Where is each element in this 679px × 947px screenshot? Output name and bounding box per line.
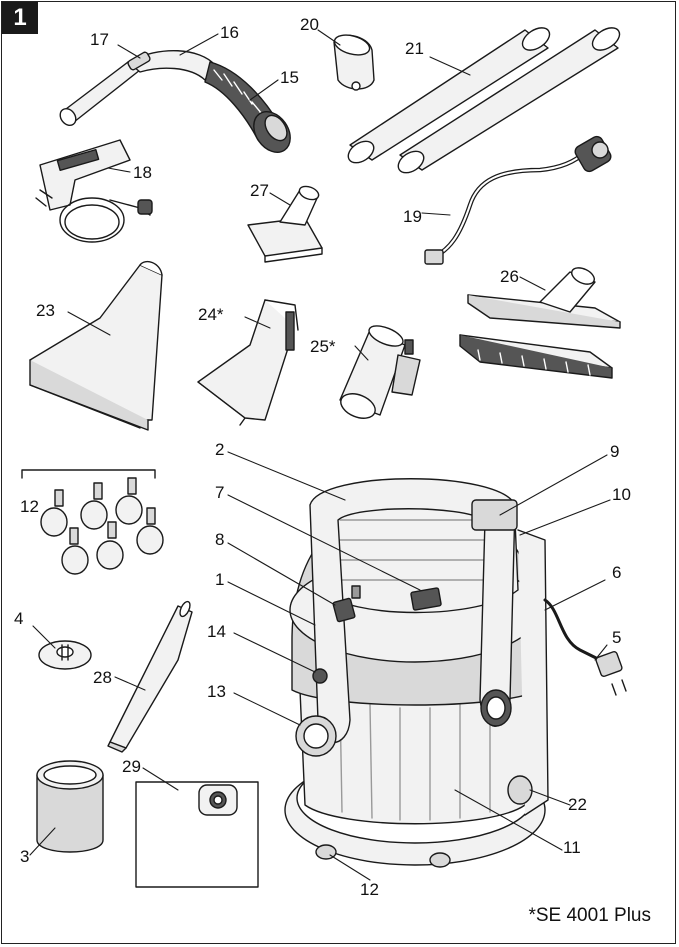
floor-nozzle	[459, 267, 621, 379]
label-29: 29	[122, 757, 141, 776]
label-2: 2	[215, 440, 224, 459]
adapter-ring	[333, 34, 375, 91]
label-5: 5	[612, 628, 621, 647]
label-9: 9	[610, 442, 619, 461]
label-8: 8	[215, 530, 224, 549]
hand-nozzle	[197, 299, 299, 426]
figure-number: 1	[2, 2, 38, 34]
label-1: 1	[215, 570, 224, 589]
label-13: 13	[207, 682, 226, 701]
label-19: 19	[403, 207, 422, 226]
label-28: 28	[93, 668, 112, 687]
label-11: 11	[563, 838, 581, 857]
label-20: 20	[300, 15, 319, 34]
adapter	[339, 325, 421, 419]
label-25: 25*	[310, 337, 336, 356]
label-15: 15	[280, 68, 299, 87]
label-23: 23	[36, 301, 55, 320]
label-21: 21	[405, 39, 424, 58]
upholstery-nozzle	[247, 185, 323, 263]
label-16: 16	[220, 23, 239, 42]
model-footnote: *SE 4001 Plus	[528, 905, 651, 926]
label-10: 10	[612, 485, 631, 504]
part-labels: 17 16 15 20 21 18 27 19 23 24* 25* 26 12…	[14, 15, 631, 899]
suction-hose	[59, 50, 291, 153]
label-4: 4	[14, 609, 23, 628]
label-18: 18	[133, 163, 152, 182]
label-12-castors: 12	[20, 497, 39, 516]
float-disc	[38, 640, 92, 670]
leader-lines	[29, 29, 611, 881]
label-7: 7	[215, 483, 224, 502]
suction-tubes	[347, 27, 621, 174]
filter-bag	[36, 760, 104, 853]
label-6: 6	[612, 563, 621, 582]
spray-hose	[424, 135, 612, 265]
filter-box	[135, 781, 259, 888]
label-12-base: 12	[360, 880, 379, 899]
label-3: 3	[20, 847, 29, 866]
label-17: 17	[90, 30, 109, 49]
spray-extraction-nozzle	[29, 260, 163, 431]
castors	[21, 469, 164, 575]
label-26: 26	[500, 267, 519, 286]
label-24: 24*	[198, 305, 224, 324]
spray-handle	[35, 139, 153, 243]
label-27: 27	[250, 181, 269, 200]
crevice-nozzle	[107, 600, 193, 753]
label-14: 14	[207, 622, 226, 641]
vacuum-cleaner	[284, 478, 627, 868]
label-22: 22	[568, 795, 587, 814]
